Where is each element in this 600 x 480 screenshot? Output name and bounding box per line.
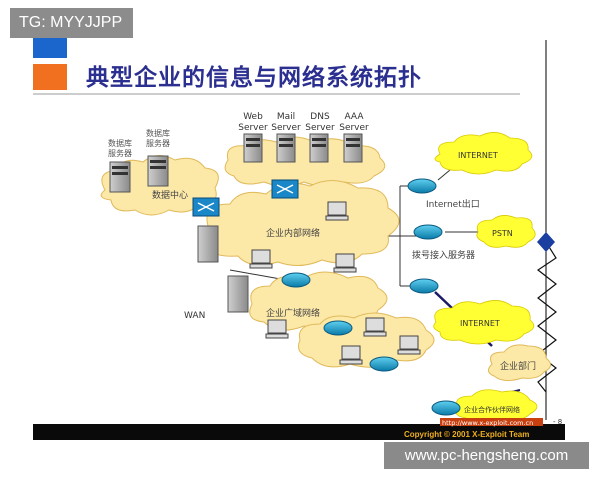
tg-badge: TG: MYYJJPP xyxy=(10,8,133,38)
mail-server-label-1: Mail xyxy=(277,112,295,122)
aaa-server-label-2: Server xyxy=(339,123,369,133)
dialup-label: 拨号接入服务器 xyxy=(412,249,475,261)
page-number: - 8 xyxy=(553,418,562,426)
copyright-text: Copyright © 2001 X-Exploit Team xyxy=(404,430,530,439)
diamond-marker xyxy=(537,232,555,252)
aaa-server-label-1: AAA xyxy=(345,112,365,122)
cloud-branch xyxy=(488,344,551,382)
slide-title: 典型企业的信息与网络系统拓扑 xyxy=(86,65,422,91)
cloud-pstn xyxy=(476,215,536,248)
website-watermark: www.pc-hengsheng.com xyxy=(384,442,589,469)
cloud-label-branch: 企业部门 xyxy=(500,360,536,372)
file-server-icon xyxy=(197,225,249,313)
mail-server-label-2: Server xyxy=(271,123,301,133)
cloud-label-pstn: PSTN xyxy=(492,229,513,238)
footer-bar xyxy=(33,424,565,440)
db-server-label-1b: 服务器 xyxy=(108,148,132,158)
cloud-label-internet-1: INTERNET xyxy=(458,151,498,160)
aaa-server-icon xyxy=(343,133,363,163)
cloud-label-wan-net: 企业广域网络 xyxy=(266,307,320,319)
web-server-icon xyxy=(243,133,263,163)
dns-server-icon xyxy=(309,133,329,163)
cloud-internet-1 xyxy=(434,132,533,175)
dns-server-label-2: Server xyxy=(305,123,335,133)
router-icon xyxy=(281,178,461,416)
switch-icon xyxy=(192,179,299,217)
wan-label: WAN xyxy=(184,311,205,321)
zigzag-line xyxy=(536,241,557,393)
mail-server-icon xyxy=(276,133,296,163)
dns-server-label-1: DNS xyxy=(310,112,330,122)
cloud-intranet xyxy=(198,180,400,266)
internet-exit-label: Internet出口 xyxy=(426,198,480,210)
cloud-label-data-center: 数据中心 xyxy=(152,189,188,201)
header-orange-block xyxy=(33,64,67,90)
cloud-label-internet-2: INTERNET xyxy=(460,319,500,328)
db-server-label-1a: 数据库 xyxy=(108,138,132,148)
db-server-label-2a: 数据库 xyxy=(146,128,170,138)
cloud-label-intranet: 企业内部网络 xyxy=(266,227,320,239)
footer-url-bar xyxy=(440,418,543,426)
web-server-label-2: Server xyxy=(238,123,268,133)
web-server-label-1: Web xyxy=(243,112,263,122)
cloud-internet-2 xyxy=(433,300,535,345)
cloud-label-partner: 企业合作伙伴网络 xyxy=(464,405,520,414)
database-server-icon xyxy=(109,155,169,193)
workstation-icon xyxy=(249,201,421,365)
db-server-label-2b: 服务器 xyxy=(146,138,170,148)
footer-url: http://www.x-exploit.com.cn xyxy=(442,419,533,427)
